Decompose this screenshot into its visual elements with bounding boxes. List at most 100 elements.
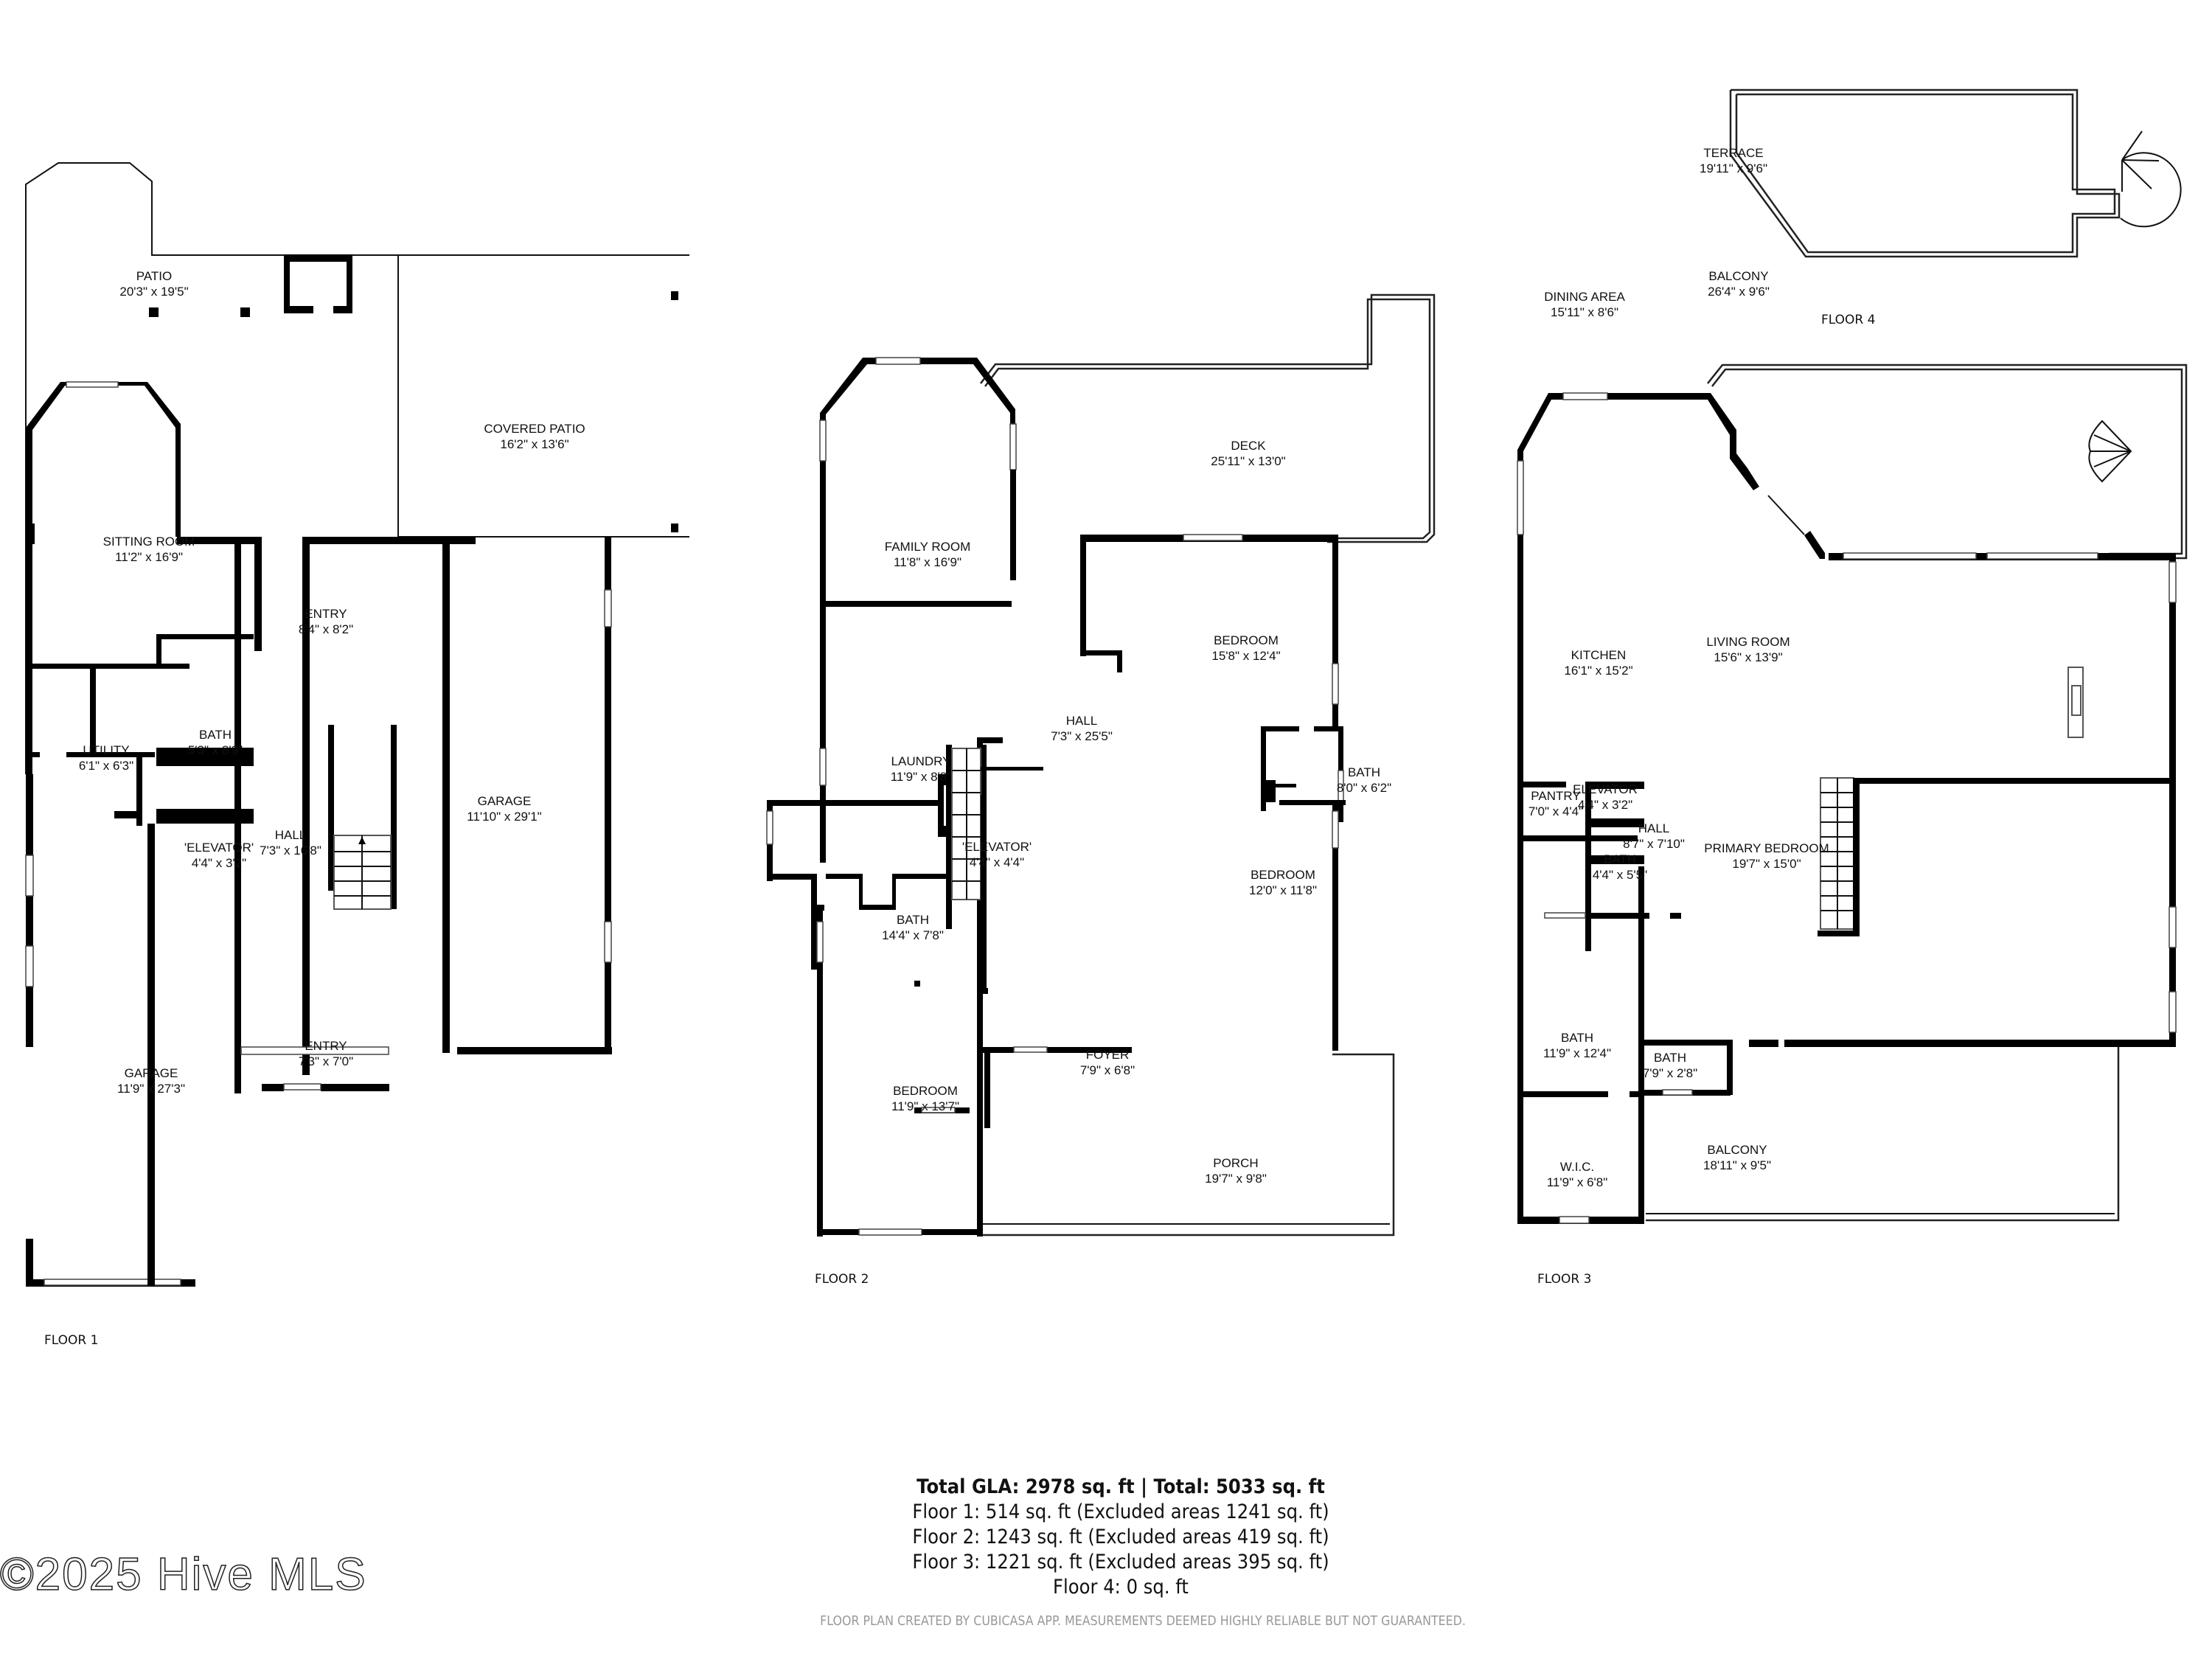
floor-1-plan xyxy=(25,162,689,1287)
room-name: BATH xyxy=(198,728,232,742)
room-name: BEDROOM xyxy=(1214,633,1279,647)
room-dimensions: 15'11" x 8'6" xyxy=(1551,305,1618,319)
room-dimensions: 11'9" x 12'4" xyxy=(1543,1046,1611,1060)
floor-4-plan xyxy=(1729,88,2182,258)
room-name: HALL xyxy=(1638,821,1670,835)
room-name: PORCH xyxy=(1213,1156,1259,1170)
room-name: PRIMARY BEDROOM xyxy=(1704,841,1829,855)
room-name: BATH xyxy=(896,913,930,927)
room-name: LIVING ROOM xyxy=(1706,635,1790,649)
room-name: GARAGE xyxy=(477,794,532,808)
floor-3-area: Floor 3: 1221 sq. ft (Excluded areas 395… xyxy=(912,1551,1329,1573)
room-name: LAUNDRY xyxy=(891,754,951,768)
room-label: 'ELEVATOR'4'4" x 3'2" xyxy=(184,840,254,871)
room-name: SITTING ROOM xyxy=(102,535,195,549)
room-name: FOYER xyxy=(1085,1048,1130,1062)
room-dimensions: 7'9" x 2'8" xyxy=(1642,1066,1698,1080)
floor-2-area: Floor 2: 1243 sq. ft (Excluded areas 419… xyxy=(912,1526,1329,1548)
room-name: UTILITY xyxy=(83,743,130,757)
floor-label-4: FLOOR 4 xyxy=(1821,313,1876,327)
stair-treads xyxy=(952,770,981,882)
stair-treads-floor-3 xyxy=(1820,792,1854,911)
total-area: Total GLA: 2978 sq. ft | Total: 5033 sq.… xyxy=(917,1475,1325,1498)
room-name: BALCONY xyxy=(1708,269,1769,283)
room-name: BALCONY xyxy=(1707,1143,1767,1157)
room-name: BEDROOM xyxy=(1251,868,1315,882)
area-summary: Total GLA: 2978 sq. ft | Total: 5033 sq.… xyxy=(737,1475,1504,1600)
floor-4-area: Floor 4: 0 sq. ft xyxy=(1053,1576,1189,1599)
room-dimensions: 7'0" x 4'4" xyxy=(1528,804,1584,818)
room-dimensions: 16'2" x 13'6" xyxy=(500,437,569,451)
room-label: ELEVATOR 4'4" x 3'2" xyxy=(1573,782,1638,813)
room-dimensions: 7'3" x 25'5" xyxy=(1051,729,1113,743)
room-dimensions: 18'11" x 9'5" xyxy=(1703,1158,1771,1172)
room-name: BATH xyxy=(1560,1031,1594,1045)
room-dimensions: 4'4" x 3'2" xyxy=(1577,798,1633,812)
floor-3-plan xyxy=(1517,364,2188,1224)
room-name: TERRACE xyxy=(1703,146,1764,160)
spiral-stair-icon xyxy=(2120,131,2182,228)
room-name: GARAGE xyxy=(124,1066,178,1080)
room-label: HALL 7'3" x 16'8" xyxy=(260,827,321,858)
room-name: 'ELEVATOR' xyxy=(184,841,254,855)
room-dimensions: 11'9" x 13'7" xyxy=(891,1099,959,1113)
room-dimensions: 7'3" x 7'0" xyxy=(298,1054,354,1068)
room-dimensions: 14'4" x 7'8" xyxy=(882,928,944,942)
room-label: W.I.C.11'9" x 6'8" xyxy=(1547,1159,1608,1190)
room-name: COVERED PATIO xyxy=(484,422,585,436)
room-name: ENTRY xyxy=(305,607,347,621)
room-name: DINING AREA xyxy=(1544,290,1625,304)
room-name: FAMILY ROOM xyxy=(884,540,971,554)
room-dimensions: 15'6" x 13'9" xyxy=(1714,650,1783,664)
room-name: 'ELEVATOR' xyxy=(961,840,1032,854)
floor-2-plan xyxy=(766,293,1436,1237)
room-dimensions: 4'4" x 5'5" xyxy=(1592,868,1648,882)
room-dimensions: 15'8" x 12'4" xyxy=(1211,649,1281,663)
disclaimer-text: FLOOR PLAN CREATED BY CUBICASA APP. MEAS… xyxy=(820,1613,1466,1629)
room-dimensions: 12'0" x 11'8" xyxy=(1249,883,1317,897)
room-dimensions: 11'9" x 6'8" xyxy=(1546,1175,1608,1189)
room-dimensions: 7'3" x 16'8" xyxy=(260,844,321,858)
floor-label-1: FLOOR 1 xyxy=(44,1333,99,1348)
room-dimensions: 11'2" x 16'9" xyxy=(115,550,183,564)
room-name: PANTRY xyxy=(1531,789,1581,803)
room-name: HALL xyxy=(1065,714,1098,728)
room-name: HALL xyxy=(274,828,307,842)
room-name: KITCHEN xyxy=(1571,648,1627,662)
room-dimensions: 8'4" x 8'2" xyxy=(298,622,354,636)
room-name: ELEVATOR xyxy=(1573,782,1638,796)
room-name: W.I.C. xyxy=(1559,1160,1595,1174)
room-dimensions: 16'1" x 15'2" xyxy=(1564,664,1633,678)
floor-1-area: Floor 1: 514 sq. ft (Excluded areas 1241… xyxy=(912,1500,1329,1523)
room-dimensions: 19'7" x 9'8" xyxy=(1205,1172,1267,1186)
room-dimensions: 19'11" x 9'6" xyxy=(1700,161,1767,175)
room-dimensions: 5'3" x 8'9" xyxy=(187,743,243,757)
room-dimensions: 25'11" x 13'0" xyxy=(1211,454,1286,468)
room-dimensions: 19'7" x 15'0" xyxy=(1732,857,1801,871)
room-name: ENTRY xyxy=(305,1039,347,1053)
